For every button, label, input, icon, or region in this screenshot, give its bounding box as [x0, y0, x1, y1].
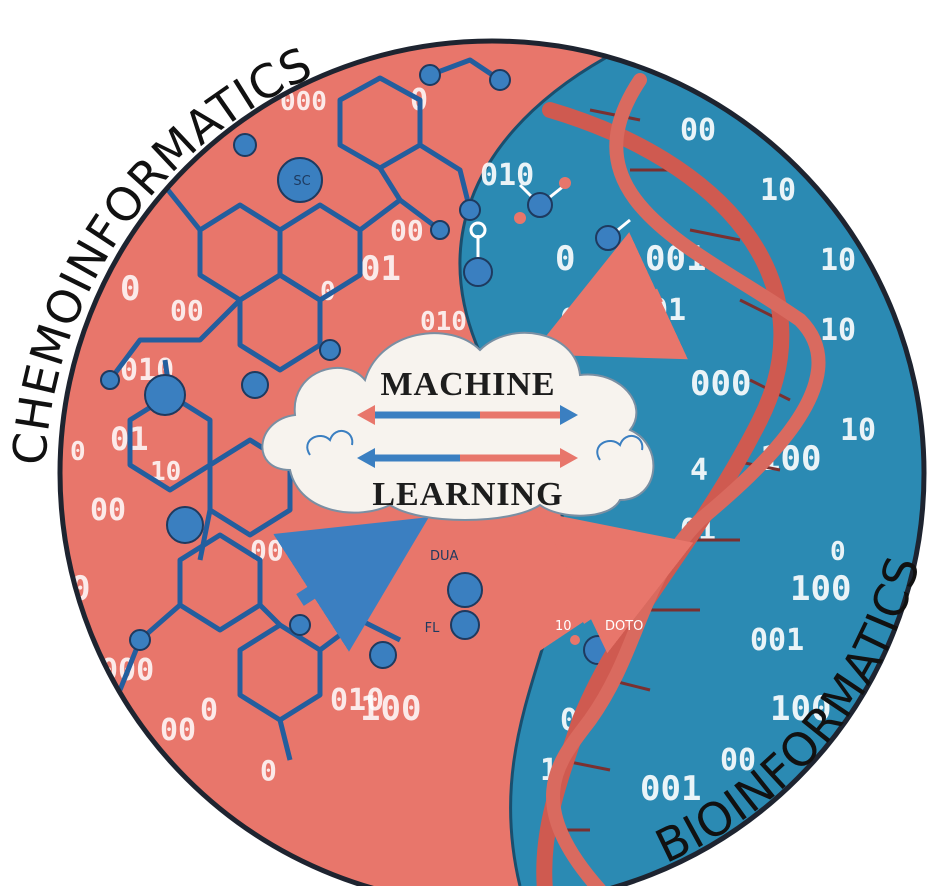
binary-digit: 0 [120, 269, 140, 309]
bond [418, 142, 473, 211]
atom [489, 69, 511, 91]
atom-small [570, 635, 580, 645]
binary-digit: 10 [820, 243, 856, 278]
binary-digit: 00 [90, 493, 126, 528]
arrow-bio-to-cloud-bottom-2 [539, 512, 694, 654]
tiny-label-sc: SC [293, 174, 310, 189]
bond [108, 298, 242, 382]
binary-digit: 10 [760, 173, 796, 208]
binary-digit: 00 [390, 214, 424, 247]
atom [430, 220, 450, 240]
atom-ring [469, 221, 487, 239]
machine-learning-cloud: MACHINE LEARNING [261, 331, 655, 521]
arrow-bio-to-cloud-top [531, 232, 688, 360]
cloud-title-line1: MACHINE [380, 366, 555, 403]
binary-digit: 100 [770, 689, 831, 729]
binary-digit: 100 [790, 569, 851, 609]
binary-digit: 0 [830, 537, 846, 567]
bond [197, 509, 213, 561]
binary-digit: 00 [690, 43, 726, 78]
binary-digit: 0 [260, 754, 277, 787]
binary-digit: 00 [250, 534, 284, 567]
tiny-labels: SC DUA FL DOTO 10 [293, 174, 643, 636]
binary-digit: 100 [360, 689, 421, 729]
atom [233, 133, 257, 157]
tiny-label-10: 10 [555, 619, 572, 634]
bond [377, 166, 403, 202]
atom [129, 629, 151, 651]
binary-digit: 0 [555, 239, 575, 279]
atom-small [559, 177, 571, 189]
atom-small [514, 212, 526, 224]
atom-large [144, 374, 186, 416]
binary-digit: 010 [330, 683, 384, 718]
arrows [273, 232, 694, 658]
tiny-label-dua: DUA [430, 549, 459, 564]
atom [595, 225, 621, 251]
binary-digit: 001 [750, 623, 804, 658]
binary-digit: 01 [360, 249, 401, 289]
cloud-shape [261, 331, 655, 521]
atom [450, 610, 480, 640]
tiny-label-doto: DOTO [605, 619, 643, 634]
binary-digit: 000 [690, 364, 751, 404]
binary-digit: 00 [170, 294, 204, 327]
binary-digit: 0 [70, 437, 86, 467]
atom-large [166, 506, 204, 544]
arrow-chem-to-cloud [273, 517, 429, 652]
atom [419, 64, 441, 86]
atom [100, 370, 120, 390]
binary-digit: 10 [840, 413, 876, 448]
binary-digit: 0 [740, 83, 758, 118]
binary-digit: 00 [720, 743, 756, 778]
atom [459, 199, 481, 221]
binary-digit: 0 [200, 693, 218, 728]
bond [277, 719, 293, 761]
binary-digit: 0 [560, 303, 578, 338]
atom [241, 371, 269, 399]
binary-digit: 00 [160, 713, 196, 748]
cloud-title-line2: LEARNING [372, 476, 563, 513]
bond [429, 57, 502, 83]
atom [319, 339, 341, 361]
binary-digit: 00 [680, 113, 716, 148]
atom [289, 614, 311, 636]
atom [463, 257, 493, 287]
binary-digit: 001 [640, 769, 701, 809]
binary-digit: 010 [420, 307, 467, 337]
atoms-left [100, 64, 511, 669]
atom-large [277, 157, 323, 203]
binary-digit: 4 [690, 453, 708, 488]
binary-digit: 10 [820, 313, 856, 348]
bio-half [460, 41, 924, 886]
atom [527, 192, 553, 218]
atom [447, 572, 483, 608]
cloud-swirl-right [596, 435, 644, 461]
ring-3 [237, 272, 323, 373]
cloud-swirl-left [306, 430, 354, 456]
tiny-label-fl: FL [425, 621, 440, 636]
binary-digit: 010 [480, 158, 534, 193]
circle-outline [57, 38, 927, 886]
atom [369, 641, 397, 669]
